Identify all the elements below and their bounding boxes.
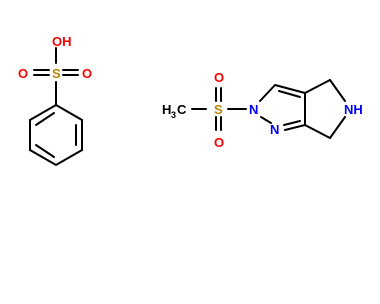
- atom-label-oxygen-top: O: [214, 70, 224, 85]
- benzenesulfonic-acid-labels: OH S O O: [18, 34, 92, 81]
- atom-label-oxygen-right: O: [82, 66, 92, 81]
- atom-label-ring-n1: N: [249, 102, 258, 117]
- bond-c3a-ch2: [304, 79, 331, 94]
- bond-c6a-n2-inner: [283, 120, 301, 126]
- bond-nh-ch2-bottom: [329, 116, 346, 139]
- atom-label-oxygen-bottom: O: [214, 135, 224, 150]
- benzenesulfonic-acid: [29, 47, 83, 167]
- aromatic-bond-3: [35, 112, 55, 126]
- bond-ch2-nh-top: [329, 79, 346, 102]
- bond-c-c3a-inner: [278, 90, 301, 98]
- benzene-ring: [29, 103, 83, 167]
- bond-c-c3a-double: [274, 84, 306, 94]
- bond-c6a-n2: [284, 124, 306, 131]
- atom-label-sulfur: S: [52, 66, 61, 81]
- atom-label-sulfur: S: [214, 102, 223, 117]
- atom-label-oh: OH: [52, 34, 72, 49]
- aromatic-bond-2: [35, 144, 55, 158]
- methylsulfonyl-pyrrolopyrazole: [191, 79, 346, 139]
- bond-n1-c: [259, 84, 276, 102]
- atom-label-methyl-c: C: [177, 102, 187, 117]
- atom-label-methyl-subscript: 3: [171, 110, 176, 120]
- atom-label-oxygen-left: O: [18, 66, 28, 81]
- atom-label-ring-n2: N: [270, 122, 279, 137]
- methylsulfonyl-pyrrolopyrazole-labels: H 3 C S O O N N NH: [162, 70, 363, 150]
- atom-label-amine: NH: [344, 102, 363, 117]
- bond-ch2-c6a: [304, 124, 331, 139]
- atom-label-methyl-h: H: [162, 102, 171, 117]
- bond-n2-n1: [260, 116, 272, 124]
